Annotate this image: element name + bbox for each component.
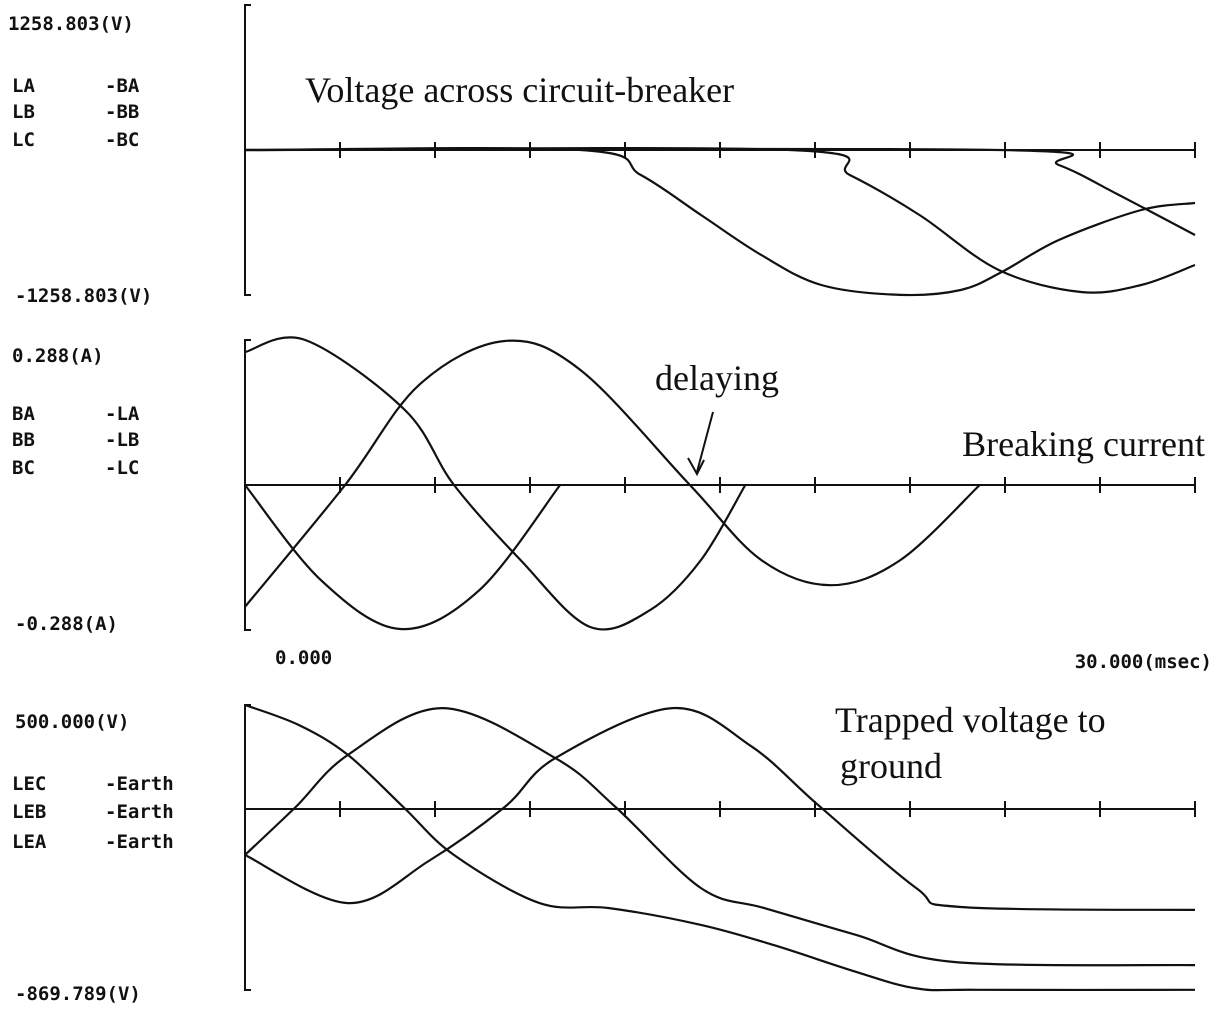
series-la-ba — [244, 147, 1196, 297]
panel3-ymax-label: 500.000(V) — [15, 711, 129, 733]
legend-left: LC — [12, 129, 35, 151]
legend-right: -Earth — [105, 801, 174, 823]
series-lc-bc — [244, 147, 1196, 236]
panel3-ymin-label: -869.789(V) — [15, 983, 141, 1005]
panel1-ymin-label: -1258.803(V) — [15, 285, 152, 307]
legend-right: -LA — [105, 403, 140, 425]
delaying-annotation: delaying — [655, 358, 779, 398]
annotation-arrow — [687, 411, 714, 477]
series-lec-earth — [244, 703, 1196, 992]
legend-right: -LC — [105, 457, 139, 479]
x-min-label: 0.000 — [275, 647, 332, 669]
panel3-y-axis — [244, 704, 251, 991]
legend-right: -Earth — [105, 773, 174, 795]
panel2-ymax-label: 0.288(A) — [12, 345, 104, 367]
series-leb-earth — [244, 706, 1196, 911]
series-ba-la — [244, 336, 747, 631]
panel1-ymax-label: 1258.803(V) — [8, 13, 134, 35]
series-bb-lb — [244, 339, 981, 608]
series-lea-earth — [244, 706, 1196, 967]
legend-left: LEC — [12, 773, 46, 795]
legend-left: BC — [12, 457, 35, 479]
legend-right: -BC — [105, 129, 139, 151]
panel2-ymin-label: -0.288(A) — [15, 613, 118, 635]
panel2-title: Breaking current — [962, 424, 1205, 464]
panel1-title: Voltage across circuit-breaker — [305, 70, 734, 110]
series-bc-lc — [244, 484, 561, 631]
legend-left: LEB — [12, 801, 46, 823]
legend-right: -BA — [105, 75, 140, 97]
panel3-title-line1: Trapped voltage to — [835, 700, 1106, 740]
legend-left: LEA — [12, 831, 47, 853]
legend-right: -LB — [105, 429, 139, 451]
series-lb-bb — [244, 147, 1196, 294]
legend-left: LA — [12, 75, 35, 97]
legend-left: LB — [12, 101, 35, 123]
x-max-label: 30.000(msec) — [1075, 651, 1212, 673]
legend-right: -BB — [105, 101, 139, 123]
legend-left: BA — [12, 403, 35, 425]
legend-right: -Earth — [105, 831, 174, 853]
panel3-title-line2: ground — [840, 746, 942, 786]
legend-left: BB — [12, 429, 35, 451]
